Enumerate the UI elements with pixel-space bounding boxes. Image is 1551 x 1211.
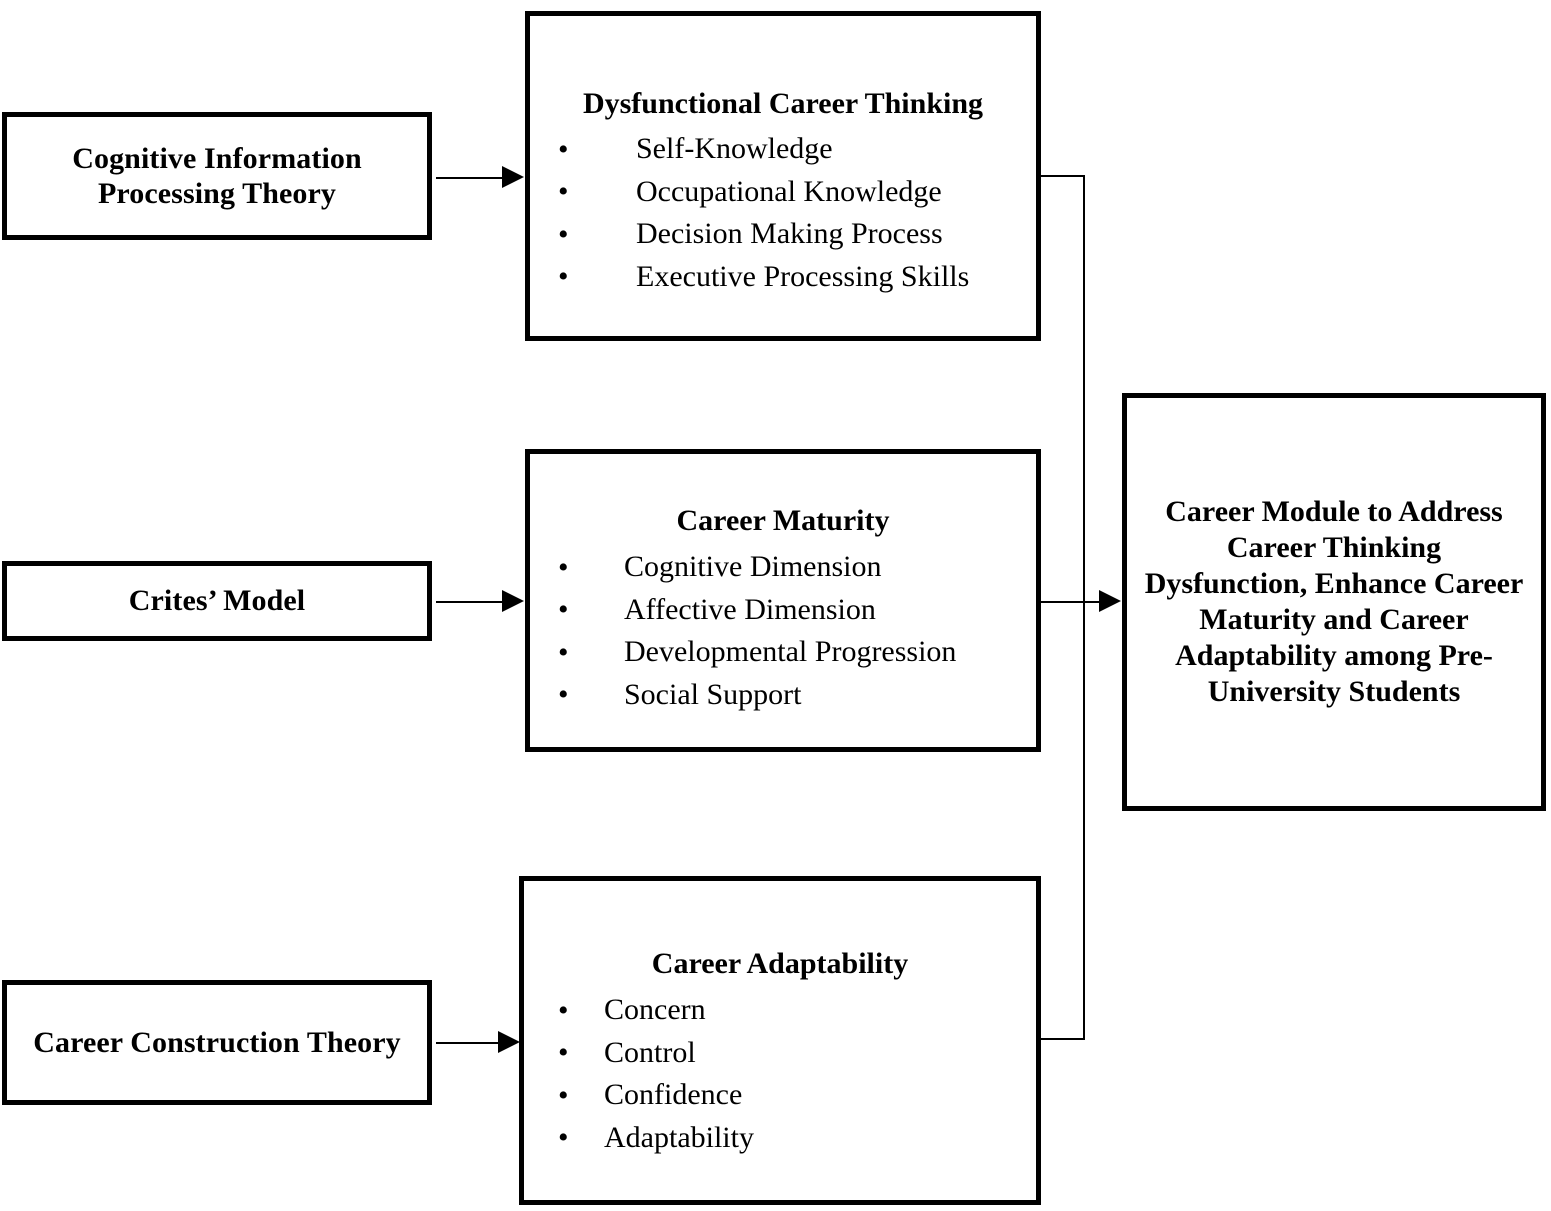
bullet-icon: • [558, 593, 569, 627]
list-item-label: Affective Dimension [624, 592, 876, 626]
list-item: • Occupational Knowledge [558, 171, 969, 214]
arrowhead-cct-to-adaptability [498, 1031, 520, 1053]
theory-label-cct: Career Construction Theory [33, 1025, 401, 1059]
bullet-icon: • [558, 132, 569, 166]
list-item: • Cognitive Dimension [558, 546, 956, 589]
list-item: • Adaptability [558, 1117, 754, 1160]
connector-cip-to-dysfunctional [436, 177, 504, 179]
list-item: • Developmental Progression [558, 631, 956, 674]
theory-label-crites: Crites’ Model [128, 584, 306, 618]
list-item-label: Social Support [624, 677, 802, 711]
list-item: • Decision Making Process [558, 213, 969, 256]
list-item: • Executive Processing Skills [558, 256, 969, 299]
list-item-label: Developmental Progression [624, 635, 957, 669]
connector-maturity-to-outcome [1041, 601, 1101, 603]
construct-title-career-maturity: Career Maturity [676, 504, 890, 537]
list-item-label: Occupational Knowledge [636, 174, 942, 208]
construct-box-dysfunctional-career-thinking: Dysfunctional Career Thinking • Self-Kno… [525, 11, 1041, 341]
bullet-icon: • [558, 678, 569, 712]
bullet-icon: • [558, 635, 569, 669]
bullet-icon: • [558, 1121, 569, 1155]
list-item: • Confidence [558, 1074, 754, 1117]
construct-bullets-career-maturity: • Cognitive Dimension • Affective Dimens… [558, 546, 956, 716]
construct-box-career-adaptability: Career Adaptability • Concern • Control … [519, 876, 1041, 1205]
list-item-label: Concern [604, 993, 706, 1026]
theory-label-cip: Cognitive Information Processing Theory [72, 141, 362, 210]
bullet-icon: • [558, 1036, 569, 1070]
list-item-label: Confidence [604, 1078, 743, 1112]
connector-cct-to-adaptability [436, 1042, 500, 1044]
theory-box-career-construction: Career Construction Theory [2, 980, 432, 1105]
arrowhead-crites-to-maturity [502, 590, 524, 612]
list-item-label: Self-Knowledge [636, 132, 833, 165]
bullet-icon: • [558, 550, 569, 584]
connector-vertical-spine [1083, 175, 1085, 1040]
list-item: • Self-Knowledge [558, 128, 969, 171]
outcome-label: Career Module to Address Career Thinking… [1144, 495, 1524, 708]
bullet-icon: • [558, 175, 569, 209]
bullet-icon: • [558, 217, 569, 251]
construct-title-dysfunctional-career-thinking: Dysfunctional Career Thinking [582, 87, 984, 120]
outcome-box-career-module: Career Module to Address Career Thinking… [1122, 393, 1546, 811]
bullet-icon: • [558, 1078, 569, 1112]
construct-bullets-dysfunctional-career-thinking: • Self-Knowledge • Occupational Knowledg… [558, 128, 969, 298]
list-item: • Affective Dimension [558, 589, 956, 632]
list-item-label: Cognitive Dimension [624, 550, 882, 583]
list-item-label: Executive Processing Skills [636, 259, 970, 293]
connector-crites-to-maturity [436, 601, 504, 603]
arrowhead-into-outcome [1099, 590, 1121, 612]
theory-box-crites-model: Crites’ Model [2, 561, 432, 641]
list-item: • Concern [558, 989, 754, 1032]
construct-box-career-maturity: Career Maturity • Cognitive Dimension • … [525, 449, 1041, 752]
theory-box-cognitive-information-processing: Cognitive Information Processing Theory [2, 112, 432, 240]
list-item: • Social Support [558, 674, 956, 717]
connector-adaptability-stub [1041, 1038, 1085, 1040]
list-item-label: Decision Making Process [636, 217, 943, 251]
construct-bullets-career-adaptability: • Concern • Control • Confidence • Adapt… [558, 989, 754, 1159]
list-item: • Control [558, 1032, 754, 1075]
bullet-icon: • [558, 260, 569, 294]
construct-title-career-adaptability: Career Adaptability [651, 947, 909, 980]
connector-dysfunctional-stub [1041, 175, 1085, 177]
arrowhead-cip-to-dysfunctional [502, 166, 524, 188]
list-item-label: Control [604, 1035, 696, 1069]
bullet-icon: • [558, 993, 569, 1027]
list-item-label: Adaptability [604, 1120, 754, 1154]
